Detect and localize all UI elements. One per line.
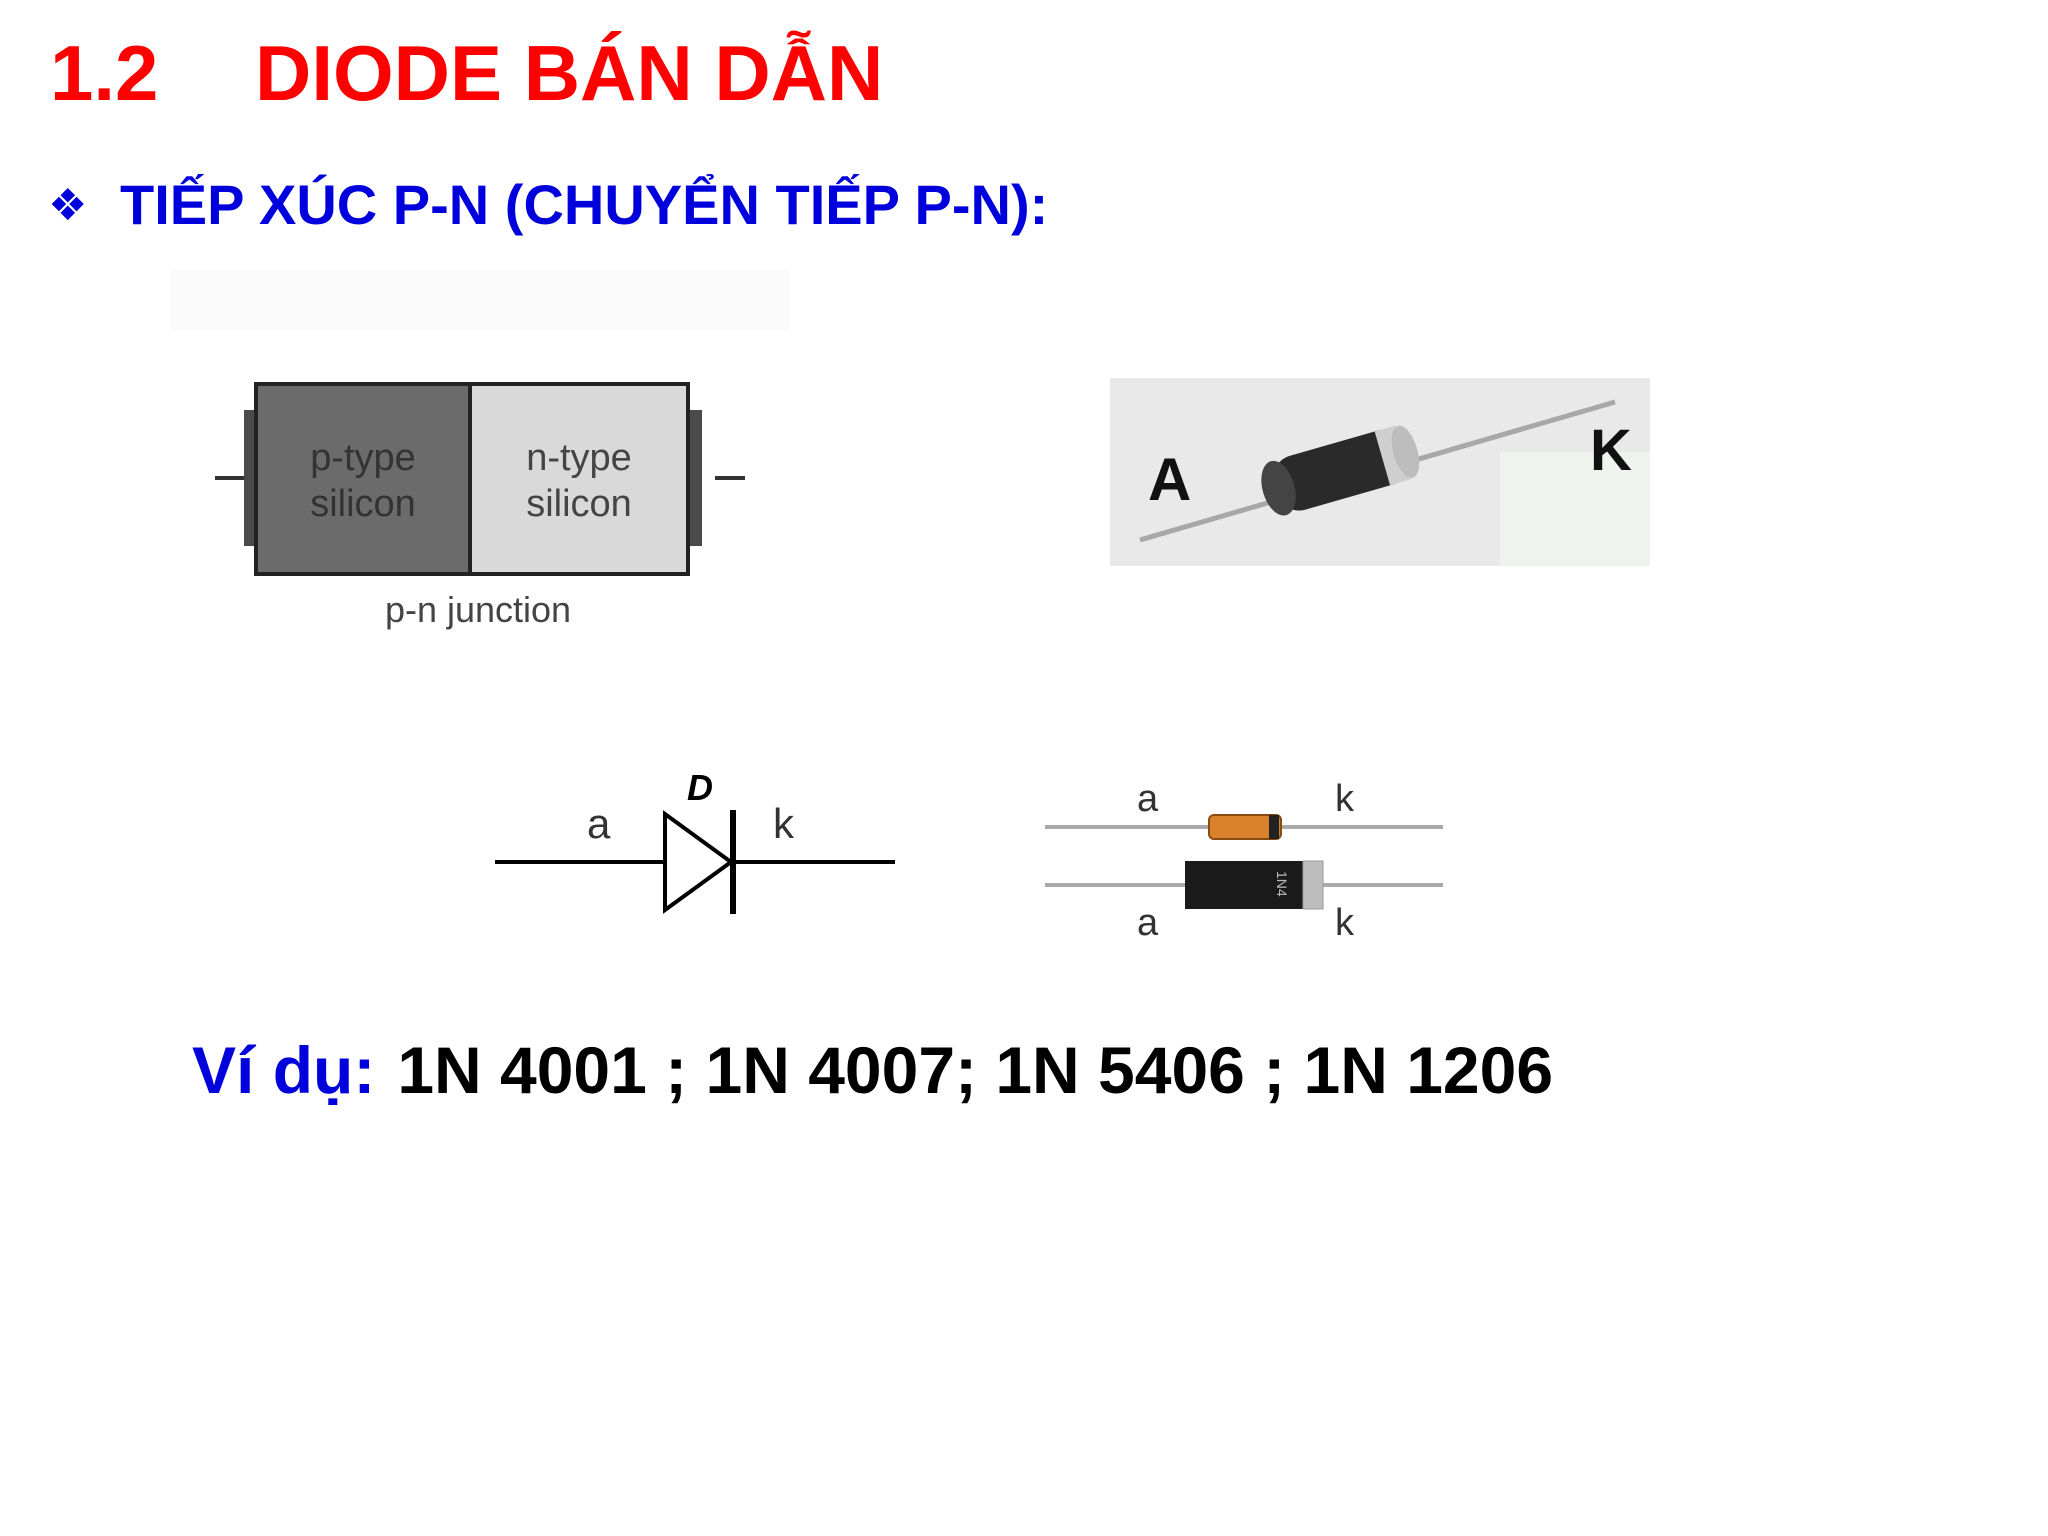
schematic-anode-label: a — [587, 800, 611, 847]
top-package-body — [1208, 814, 1282, 840]
bottom-package-anode-label: a — [1137, 902, 1159, 944]
n-type-label-line2: silicon — [526, 483, 632, 525]
example-values: 1N 4001 ; 1N 4007; 1N 5406 ; 1N 1206 — [397, 1033, 1554, 1107]
section-title-text: DIODE BÁN DẪN — [255, 29, 884, 117]
section-number: 1.2 — [50, 29, 159, 117]
diode-photo: A K — [1110, 378, 1650, 566]
top-package-anode-label: a — [1137, 778, 1159, 820]
schematic-cathode-label: k — [773, 800, 795, 847]
junction-right-cap — [688, 410, 702, 546]
junction-figure-header-band — [170, 270, 790, 330]
diamond-bullet-icon: ❖ — [48, 181, 88, 230]
bottom-package-cathode-band — [1302, 860, 1324, 910]
slide-title: 1.2 DIODE BÁN DẪN — [50, 28, 883, 118]
p-type-label-line1: p-type — [310, 437, 416, 479]
photo-background-patch — [1500, 452, 1650, 566]
junction-caption: p-n junction — [385, 589, 571, 630]
subtitle-text: TIẾP XÚC P-N (CHUYỂN TIẾP P-N): — [120, 173, 1049, 236]
top-package-cathode-label: k — [1335, 778, 1355, 820]
photo-cathode-label: K — [1590, 418, 1632, 483]
schematic-triangle — [663, 810, 735, 914]
example-label: Ví dụ: — [192, 1033, 376, 1107]
bottom-package-marking: 1N4 — [1274, 871, 1290, 897]
diode-schematic-symbol: D a k — [495, 770, 895, 914]
p-type-region — [254, 382, 472, 576]
slide-subtitle: ❖ TIẾP XÚC P-N (CHUYỂN TIẾP P-N): — [48, 170, 1048, 240]
schematic-designator: D — [687, 770, 713, 808]
top-package-cathode-band — [1269, 815, 1279, 839]
p-type-label-line2: silicon — [310, 483, 416, 525]
example-line: Ví dụ: 1N 4001 ; 1N 4007; 1N 5406 ; 1N 12… — [192, 1030, 1553, 1110]
n-type-region — [468, 382, 690, 576]
pn-junction-figure: p-type silicon n-type silicon p-n juncti… — [170, 270, 790, 630]
diode-body — [1261, 425, 1420, 516]
diode-packages-figure: 1N4 a k a k — [1045, 778, 1443, 944]
bottom-package-cathode-label: k — [1335, 902, 1355, 944]
bottom-package-body — [1185, 861, 1303, 909]
photo-anode-label: A — [1148, 446, 1191, 513]
n-type-label-line1: n-type — [526, 437, 632, 479]
